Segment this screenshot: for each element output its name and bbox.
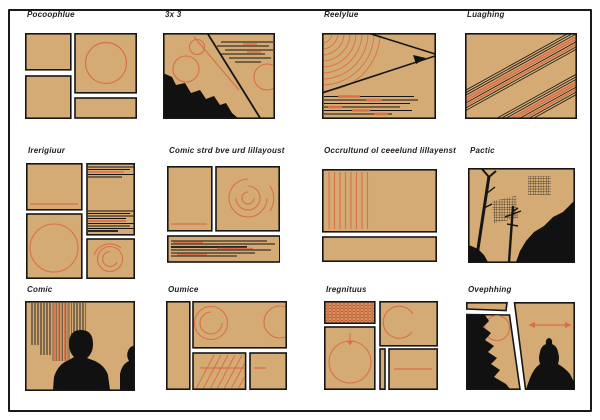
template-card[interactable]: Iregnituus: [324, 285, 438, 390]
four-panel-circles-thumbnail[interactable]: [26, 163, 135, 279]
two-panel-stripes-thumbnail[interactable]: [322, 169, 437, 262]
four-panel-hatch-thumbnail[interactable]: [166, 301, 287, 390]
template-card[interactable]: Reelylue: [322, 10, 436, 119]
template-label: Ovephhing: [468, 285, 512, 294]
diagonal-split-silhouettes-thumbnail[interactable]: [466, 302, 575, 390]
template-card[interactable]: Irerigiuur: [26, 146, 135, 279]
silhouette-curtain-thumbnail[interactable]: [25, 301, 135, 391]
mountain-scene-thumbnail[interactable]: [163, 33, 275, 119]
template-label: Irerigiuur: [28, 146, 66, 155]
four-panel-layout-thumbnail[interactable]: [25, 33, 137, 119]
template-card[interactable]: Occrultund ol ceeelund lillayenst: [322, 146, 456, 262]
template-card[interactable]: Oumice: [166, 285, 287, 390]
template-label: Pocoophlue: [27, 10, 75, 19]
template-label: Comic: [27, 285, 53, 294]
template-label: Comic strd bve urd lillayoust: [169, 146, 285, 155]
arcs-arrow-thumbnail[interactable]: [322, 33, 436, 119]
template-card[interactable]: Comic strd bve urd lillayoust: [167, 146, 284, 263]
template-card[interactable]: 3x 3: [163, 10, 275, 119]
template-card[interactable]: Comic: [25, 285, 135, 391]
three-panel-swirl-thumbnail[interactable]: [167, 166, 280, 263]
template-label: Oumice: [168, 285, 199, 294]
template-label: Reelylue: [324, 10, 359, 19]
template-card[interactable]: Ovephhing: [466, 285, 575, 390]
template-label: Occrultund ol ceeelund lillayenst: [324, 146, 456, 155]
diagonal-stripes-thumbnail[interactable]: [465, 33, 577, 119]
template-card[interactable]: Pactic: [468, 146, 575, 263]
template-label: Luaghing: [467, 10, 505, 19]
poles-hill-scene-thumbnail[interactable]: [468, 168, 575, 263]
template-label: Iregnituus: [326, 285, 367, 294]
five-panel-circle-thumbnail[interactable]: [324, 301, 438, 390]
template-label: 3x 3: [165, 10, 182, 19]
template-card[interactable]: Pocoophlue: [25, 10, 137, 119]
template-label: Pactic: [470, 146, 495, 155]
template-card[interactable]: Luaghing: [465, 10, 577, 119]
